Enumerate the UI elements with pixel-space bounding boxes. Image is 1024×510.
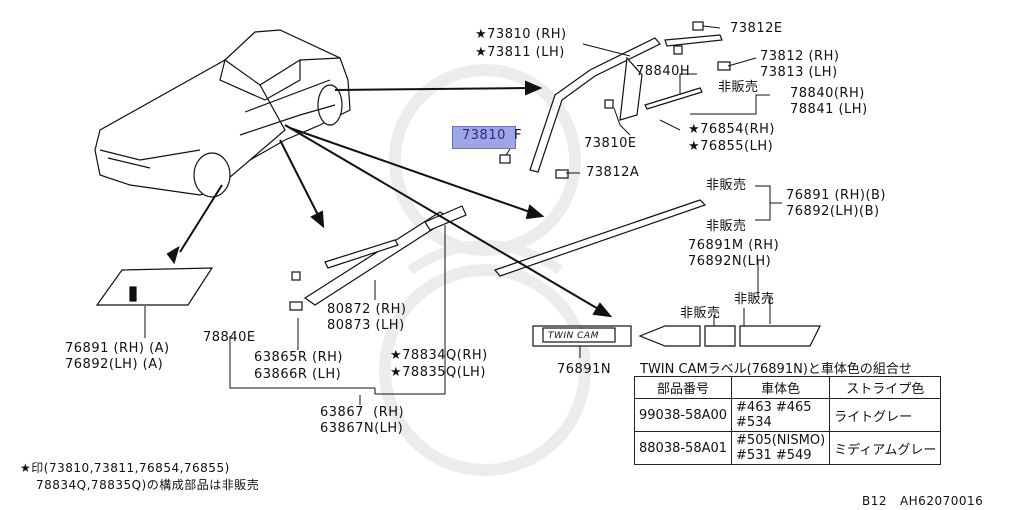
table-header-row: 部品番号 車体色 ストライプ色 (633, 376, 942, 399)
row-color: #505(NISMO) #531 #549 (731, 431, 831, 465)
part-80873-lh[interactable]: 80873 (LH) (327, 318, 405, 333)
part-73813-lh[interactable]: 73813 (LH) (760, 65, 838, 80)
table-caption: TWIN CAMラベル(76891N)と車体色の組合せ (640, 362, 912, 377)
highlighted-part-73810F[interactable] (452, 126, 516, 149)
part-78840-rh[interactable]: 78840(RH) (790, 86, 865, 101)
part-76892-lh-a[interactable]: 76892(LH) (A) (65, 357, 164, 372)
part-76891n[interactable]: 76891N (557, 362, 612, 377)
part-63867n-lh[interactable]: 63867N(LH) (320, 421, 404, 436)
window-sash-molding (499, 21, 731, 179)
color-combination-table: 部品番号 車体色 ストライプ色 99038-58A00 #463 #465 #5… (633, 376, 942, 465)
part-63867-rh[interactable]: 63867 (RH) (320, 405, 405, 420)
header-body-color: 車体色 (731, 376, 831, 399)
part-76891-rh-b[interactable]: 76891 (RH)(B) (786, 188, 887, 203)
part-78840e[interactable]: 78840E (203, 330, 256, 345)
highlight-code: 73810 (462, 128, 506, 143)
header-stripe-color: ストライプ色 (829, 376, 942, 399)
row-color-line1: #463 #465 (736, 400, 812, 415)
not-for-sale-5: 非販売 (734, 292, 775, 307)
part-76891-rh-a[interactable]: 76891 (RH) (A) (65, 341, 170, 356)
stripe-piece-1 (638, 325, 701, 347)
table-row: 88038-58A01 #505(NISMO) #531 #549 ミディアムグ… (633, 431, 942, 465)
part-73812a[interactable]: 73812A (586, 165, 640, 180)
car-illustration (94, 29, 351, 198)
not-for-sale-4: 非販売 (680, 306, 721, 321)
part-73811-lh[interactable]: ★73811 (LH) (475, 45, 565, 60)
part-78841-lh[interactable]: 78841 (LH) (790, 102, 868, 117)
part-63865r[interactable]: 63865R (RH) (254, 350, 343, 365)
drawing-reference: B12 AH62070016 (862, 494, 984, 508)
not-for-sale-2: 非販売 (706, 178, 747, 193)
caution-decal (95, 267, 214, 306)
table-row: 99038-58A00 #463 #465 #534 ライトグレー (633, 398, 942, 432)
row-stripe: ミディアムグレー (829, 431, 942, 465)
row-color-line1: #505(NISMO) (736, 433, 826, 448)
part-73812e[interactable]: 73812E (730, 21, 783, 36)
row-part: 88038-58A01 (633, 431, 733, 465)
side-stripe (493, 199, 707, 277)
door-moldings (289, 205, 467, 311)
header-part-number: 部品番号 (633, 376, 733, 399)
part-76855[interactable]: ★76855(LH) (688, 139, 774, 154)
part-73810-rh[interactable]: ★73810 (RH) (475, 27, 567, 42)
row-part: 99038-58A00 (633, 398, 733, 432)
part-73812-rh[interactable]: 73812 (RH) (760, 49, 840, 64)
part-76891m[interactable]: 76891M (RH) (688, 238, 780, 253)
part-73810f-suffix: F (514, 128, 522, 143)
not-for-sale-3: 非販売 (706, 219, 747, 234)
footnote-line2: 78834Q,78835Q)の構成部品は非販売 (36, 478, 260, 492)
part-76892-lh-b[interactable]: 76892(LH)(B) (786, 204, 880, 219)
part-63866r[interactable]: 63866R (LH) (254, 367, 342, 382)
part-76854[interactable]: ★76854(RH) (688, 122, 775, 137)
not-for-sale-1: 非販売 (718, 80, 759, 95)
row-color: #463 #465 #534 (731, 398, 831, 432)
footnote-line1: ★印(73810,73811,76854,76855) (20, 461, 230, 475)
row-color-line2: #534 (736, 415, 772, 430)
part-78835q[interactable]: ★78835Q(LH) (390, 365, 486, 380)
part-78834q[interactable]: ★78834Q(RH) (390, 348, 488, 363)
row-color-line2: #531 #549 (736, 448, 812, 463)
part-76892n[interactable]: 76892N(LH) (688, 254, 772, 269)
part-78840h[interactable]: 78840H (636, 64, 691, 79)
twin-cam-decal-text: TWIN CAM (548, 331, 599, 341)
row-stripe: ライトグレー (829, 398, 942, 432)
part-73810e[interactable]: 73810E (584, 136, 637, 151)
part-80872-rh[interactable]: 80872 (RH) (327, 302, 407, 317)
